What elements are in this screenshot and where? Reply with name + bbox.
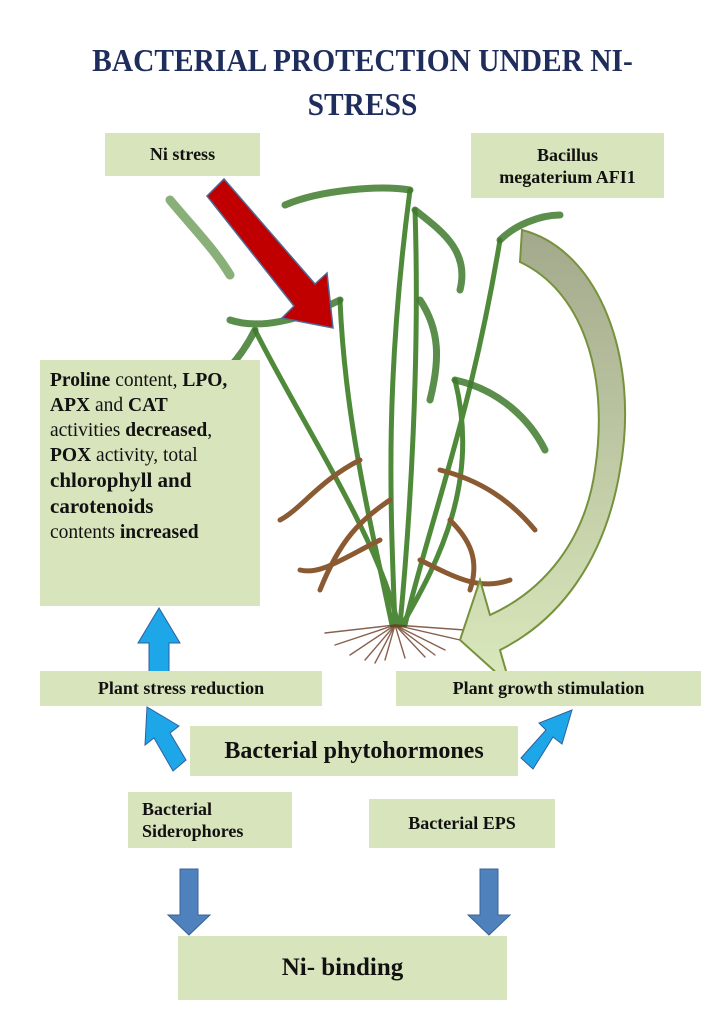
ni-stress-label: Ni stress bbox=[149, 144, 216, 164]
arrow-to-growth-stimulation bbox=[520, 709, 573, 770]
effect-lpo: LPO, bbox=[182, 370, 228, 391]
ni-binding-label: Ni- binding bbox=[281, 954, 404, 981]
siderophores-label-line-1: Bacterial bbox=[142, 799, 212, 819]
effect-increased: increased bbox=[119, 522, 199, 543]
bacillus-box: Bacillus megaterium AFI1 bbox=[471, 133, 664, 198]
effect-apx: APX bbox=[50, 395, 91, 416]
effect-proline: Proline bbox=[50, 370, 111, 391]
ni-stress-box: Ni stress bbox=[105, 133, 260, 176]
effect-cat: CAT bbox=[127, 395, 168, 416]
growth-stimulation-label: Plant growth stimulation bbox=[452, 678, 645, 698]
phytohormones-box: Bacterial phytohormones bbox=[190, 726, 518, 776]
eps-down-arrow bbox=[466, 868, 512, 936]
effect-text: activity, total bbox=[91, 445, 198, 466]
physiological-effects-box: Proline content, LPO, APX and CAT activi… bbox=[40, 360, 260, 606]
effect-text: content, bbox=[110, 370, 183, 391]
phytohormones-label: Bacterial phytohormones bbox=[224, 737, 484, 764]
siderophores-box: Bacterial Siderophores bbox=[128, 792, 292, 848]
effect-text: contents bbox=[50, 522, 120, 543]
stress-reduction-label: Plant stress reduction bbox=[97, 678, 265, 698]
effect-text: activities bbox=[50, 420, 126, 441]
eps-box: Bacterial EPS bbox=[369, 799, 555, 848]
eps-label: Bacterial EPS bbox=[408, 813, 516, 833]
ni-stress-arrow bbox=[205, 177, 334, 329]
siderophores-down-arrow bbox=[166, 868, 212, 936]
growth-stimulation-box: Plant growth stimulation bbox=[396, 671, 701, 706]
diagram-title: BACTERIAL PROTECTION UNDER NI- STRESS bbox=[29, 38, 696, 126]
effect-carotenoids: carotenoids bbox=[50, 494, 154, 518]
bacillus-label-line-2: megaterium AFI1 bbox=[499, 166, 636, 187]
roots bbox=[324, 624, 466, 664]
bacillus-label-line-1: Bacillus bbox=[536, 144, 598, 165]
effect-text: , bbox=[207, 420, 213, 441]
siderophores-label-line-2: Siderophores bbox=[142, 821, 244, 841]
title-line-1: BACTERIAL PROTECTION UNDER NI- bbox=[92, 42, 633, 78]
title-line-2: STRESS bbox=[307, 86, 418, 122]
effect-pox: POX bbox=[50, 445, 92, 466]
effect-chlorophyll: chlorophyll and bbox=[50, 468, 192, 492]
ni-binding-box: Ni- binding bbox=[178, 936, 507, 1000]
stress-reduction-box: Plant stress reduction bbox=[40, 671, 322, 706]
bacillus-curved-arrow bbox=[458, 228, 627, 689]
up-arrow-to-effects bbox=[137, 607, 181, 673]
effect-text: and bbox=[90, 395, 128, 416]
wheat-plant-illustration bbox=[165, 184, 564, 664]
effect-decreased: decreased bbox=[125, 420, 208, 441]
arrow-to-stress-reduction bbox=[144, 706, 187, 772]
